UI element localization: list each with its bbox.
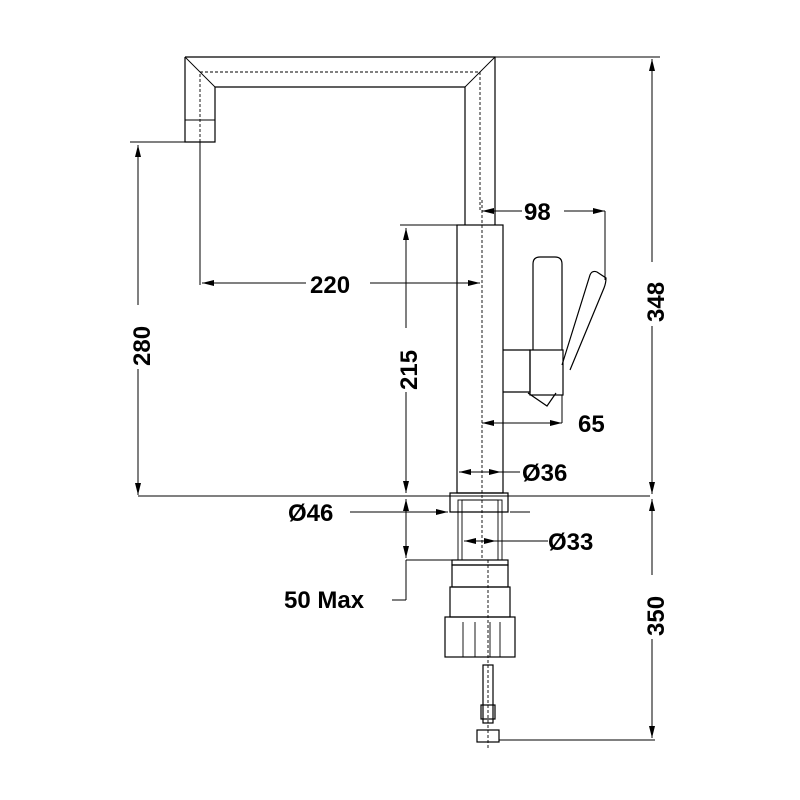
dim-label-hose-length: 350 <box>643 596 670 636</box>
lever-handle <box>527 256 607 407</box>
dim-label-body-height: 215 <box>396 350 423 390</box>
faucet-body <box>456 200 531 560</box>
dimension-lines <box>130 56 660 741</box>
dim-label-body-diameter: Ø36 <box>522 460 567 487</box>
spout <box>184 56 496 225</box>
dim-label-spout-reach: 220 <box>310 272 350 299</box>
dim-label-max-deck-thickness: 50 Max <box>284 587 365 614</box>
dim-label-base-diameter: Ø46 <box>288 500 333 527</box>
base-and-shank <box>444 492 516 750</box>
dim-label-spout-height: 280 <box>129 326 156 366</box>
dim-label-handle-offset: 65 <box>578 411 605 438</box>
dim-label-shank-diameter: Ø33 <box>548 529 593 556</box>
dim-label-overall-height: 348 <box>643 282 670 322</box>
dim-label-handle-reach: 98 <box>524 199 551 226</box>
